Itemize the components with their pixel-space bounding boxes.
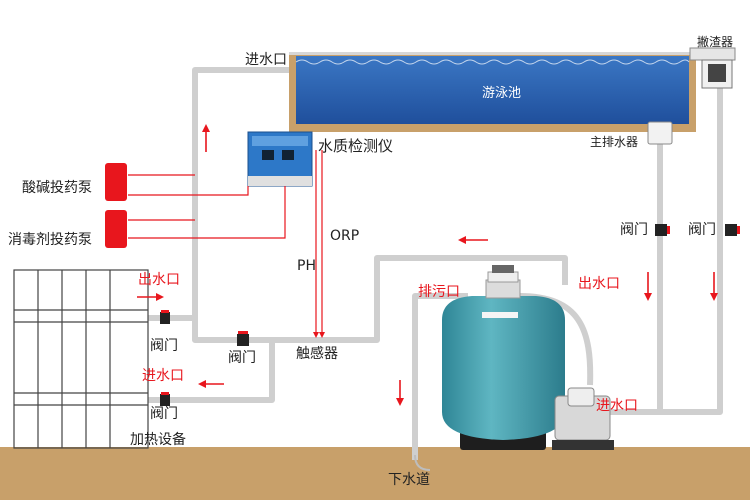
pipe-sewage (412, 293, 468, 460)
disinfect-pump-label: 消毒剂投药泵 (8, 232, 92, 248)
heater-inlet-label: 进水口 (142, 368, 184, 384)
heater-valve-3-label: 阀门 (150, 406, 178, 422)
heater (13, 269, 149, 449)
water-quality-monitor (247, 131, 313, 187)
valve-icon (160, 310, 170, 324)
sand-filter (442, 265, 565, 450)
valve-icon (725, 224, 740, 236)
pipe-skimmer (660, 85, 723, 415)
orp-label: ORP (330, 228, 360, 244)
sensor-label: 触感器 (296, 346, 338, 362)
valve-right-2-label: 阀门 (688, 222, 716, 238)
main-drain-label: 主排水器 (590, 135, 639, 149)
heater-label: 加热设备 (130, 432, 186, 448)
ground (0, 447, 750, 500)
pipe-return-main (192, 67, 568, 343)
valve-icon (655, 224, 670, 236)
circulation-pump (552, 387, 614, 450)
acid-alkali-pump (105, 163, 127, 201)
filter-inlet-label: 进水口 (596, 398, 638, 414)
monitor-wires (128, 150, 325, 338)
sewage-label: 排污口 (418, 284, 460, 300)
valve-icon (160, 392, 170, 406)
heater-valve-2-label: 阀门 (228, 350, 256, 366)
ph-label: PH (297, 258, 316, 274)
skimmer-label: 撇渣器 (697, 35, 734, 49)
filter-outlet-label: 出水口 (578, 276, 620, 292)
pipe-heater-inlet (148, 340, 275, 403)
main-drain (647, 121, 673, 145)
pipe-sewage-arc (414, 454, 431, 471)
skimmer (689, 47, 736, 89)
disinfectant-pump (105, 210, 127, 248)
valve-icon (237, 331, 249, 346)
flow-arrows (137, 124, 718, 406)
inlet-top-label: 进水口 (245, 52, 287, 68)
heater-outlet-label: 出水口 (138, 272, 180, 288)
drain-label: 下水道 (388, 472, 430, 488)
monitor-label: 水质检测仪 (318, 137, 394, 155)
heater-valve-1-label: 阀门 (150, 338, 178, 354)
swimming-pool (289, 52, 696, 132)
pool-label: 游泳池 (482, 86, 522, 101)
acid-pump-label: 酸碱投药泵 (22, 180, 92, 196)
valve-right-1-label: 阀门 (620, 222, 648, 238)
